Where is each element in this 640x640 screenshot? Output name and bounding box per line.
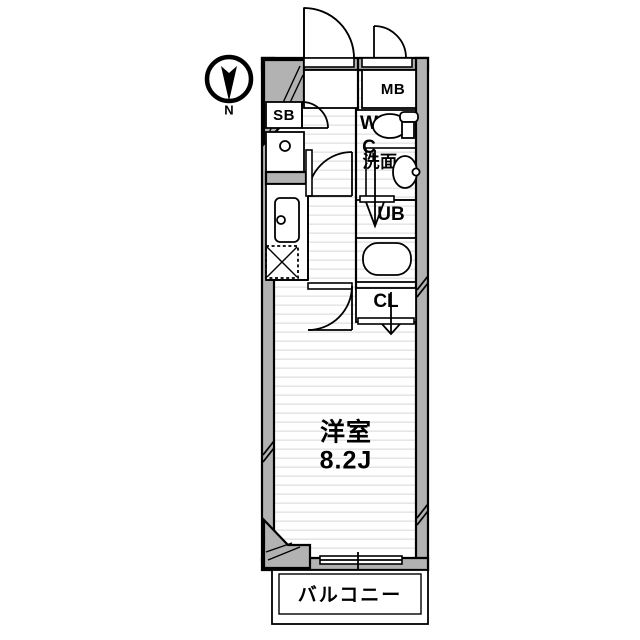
main-room-size: 8.2J <box>320 447 373 475</box>
unit-bath-label: UB <box>377 204 404 225</box>
main-room: 洋室 8.2J <box>320 418 373 475</box>
main-room-label: 洋室 <box>320 418 372 447</box>
entrance-door-main <box>303 7 355 68</box>
bottom-left-corner-wall <box>262 517 312 570</box>
entry-cabinet <box>265 131 305 173</box>
balcony: バルコニー <box>271 569 429 625</box>
shoe-box-label: SB <box>273 107 295 124</box>
washbasin-door <box>359 150 395 229</box>
entrance-door-meterbox <box>361 25 413 68</box>
hall-door <box>305 149 353 197</box>
room-entry-door <box>307 282 353 331</box>
unit-bath: UB <box>356 204 416 283</box>
shoe-box: SB <box>265 101 329 129</box>
closet: CL <box>355 287 417 336</box>
balcony-label: バルコニー <box>298 584 403 606</box>
wall-break-marks <box>262 275 429 526</box>
meter-box-label: MB <box>381 81 405 98</box>
compass-north-icon: N <box>204 54 254 117</box>
balcony-sliding-window <box>319 552 403 570</box>
washbasin-label-1: 洗面 <box>363 151 398 171</box>
entrance-hall <box>303 69 359 109</box>
washbasin-room: 洗面 <box>363 147 421 201</box>
kitchen-counter <box>265 183 309 281</box>
closet-label: CL <box>373 291 399 312</box>
stove-cooktop <box>265 245 299 279</box>
meter-box: MB <box>361 69 417 109</box>
compass-letter: N <box>224 102 233 117</box>
